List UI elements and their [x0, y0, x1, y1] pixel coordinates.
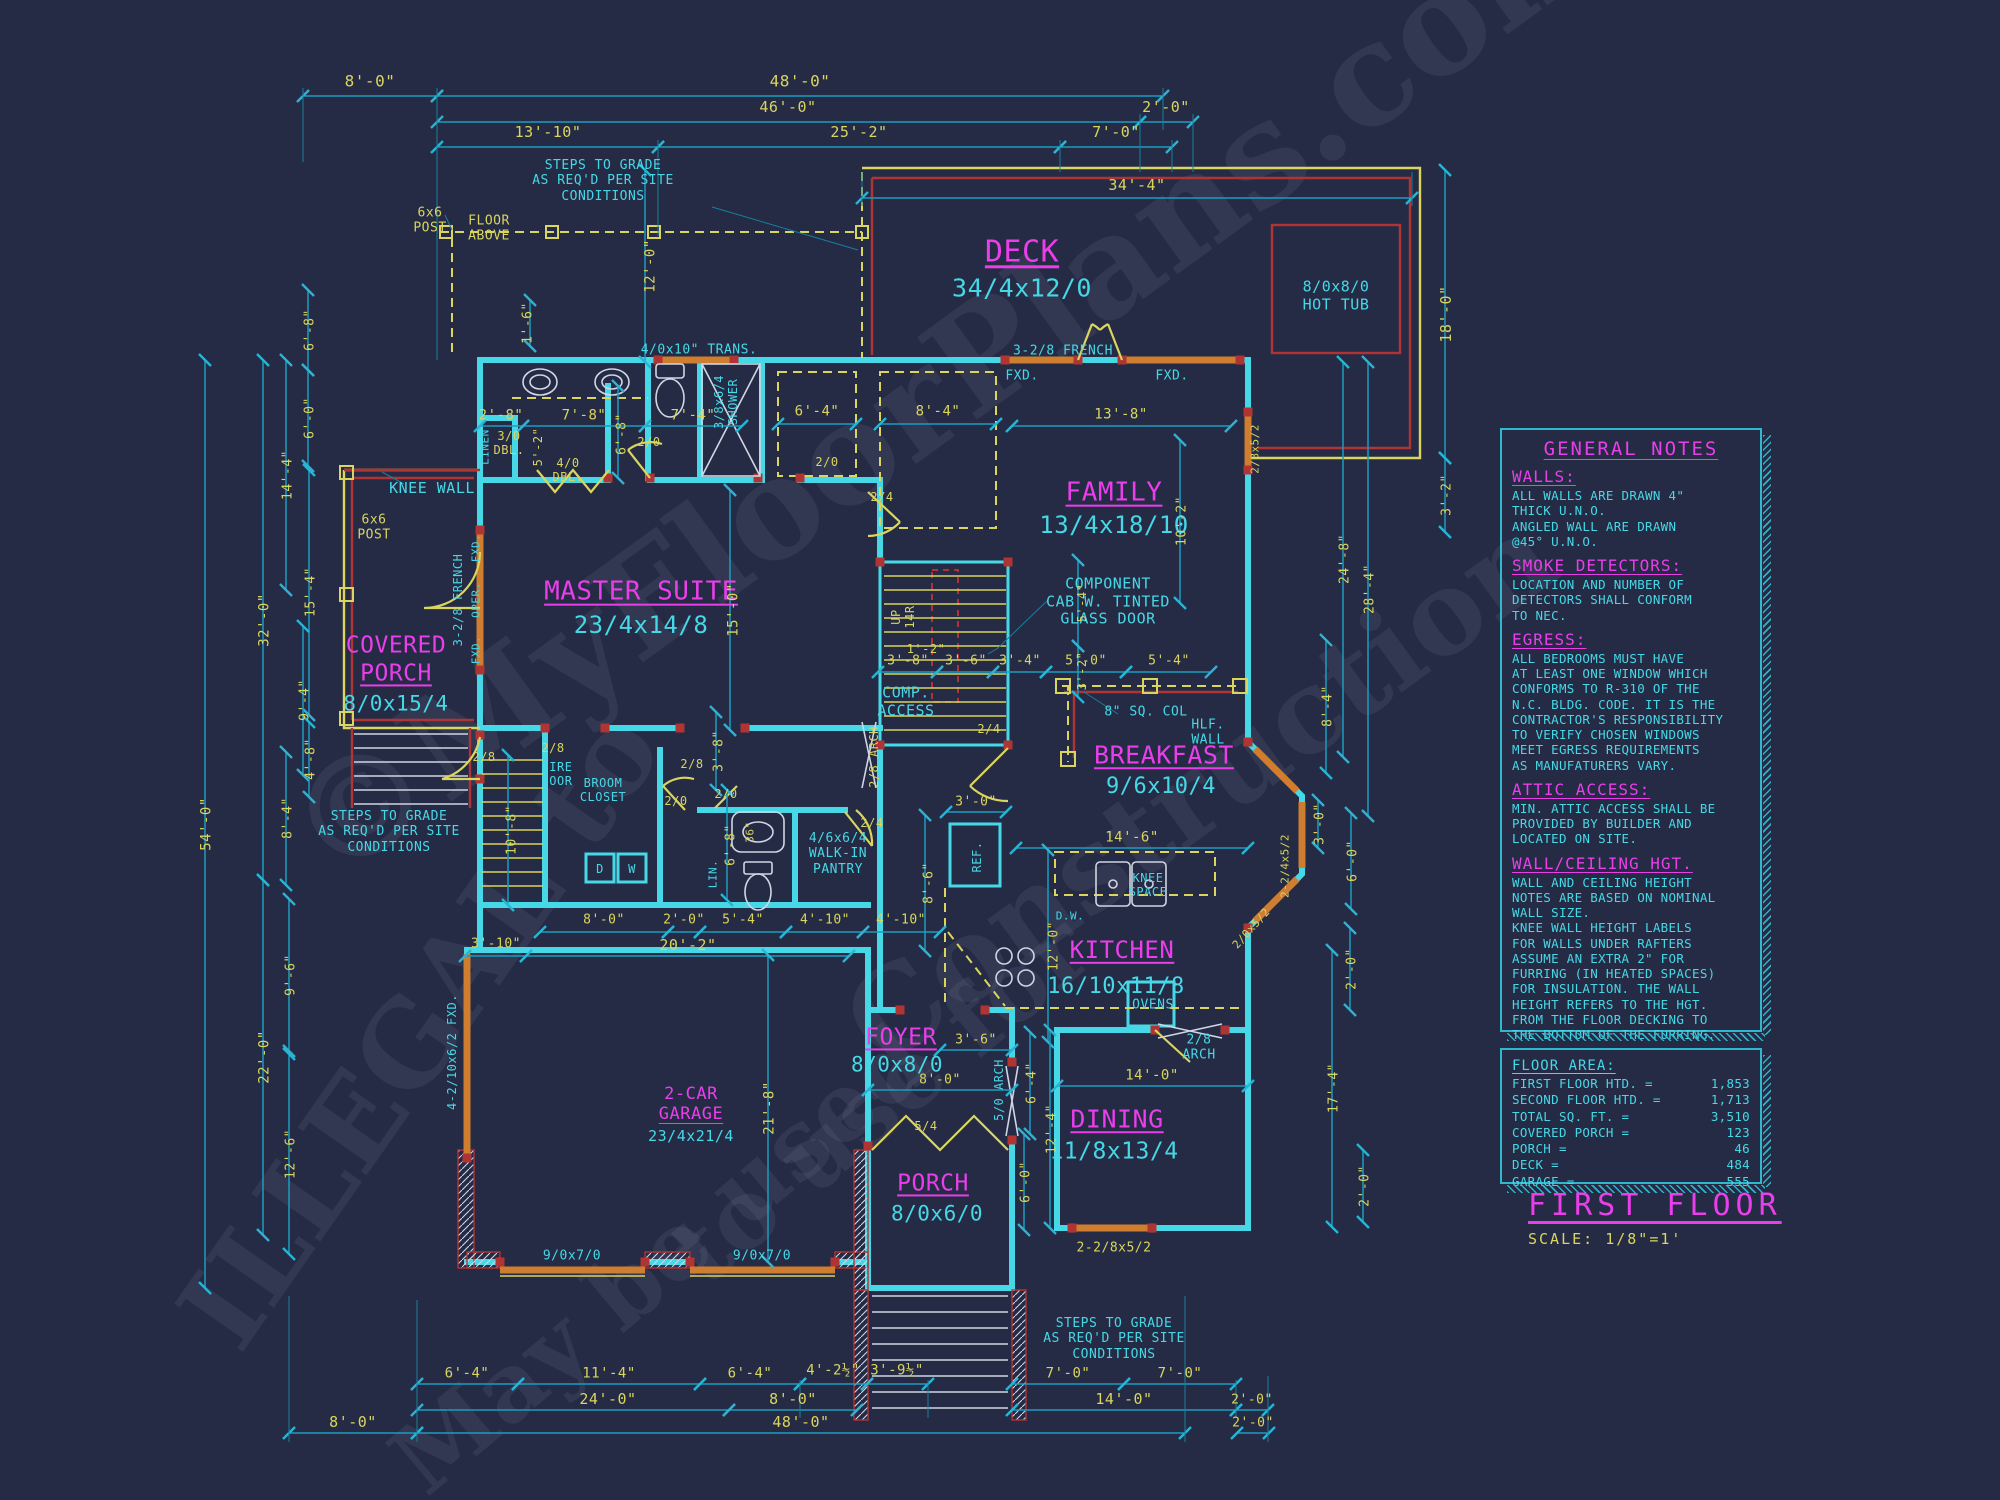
floor-area-row: COVERED PORCH = 123 [1512, 1125, 1750, 1141]
floor-area-value: 484 [1726, 1157, 1750, 1173]
general-notes-panel: GENERAL NOTES WALLS: ALL WALLS ARE DRAWN … [1500, 428, 1771, 1042]
red-lines [344, 176, 1412, 808]
sheet-scale: SCALE: 1/8"=1' [1528, 1230, 1683, 1248]
floor-area-title: FLOOR AREA: [1512, 1058, 1616, 1074]
floor-area-label: FIRST FLOOR HTD. = [1512, 1076, 1653, 1091]
floor-area-label: TOTAL SQ. FT. = [1512, 1108, 1630, 1124]
note-section-heading: EGRESS: [1512, 629, 1587, 649]
floor-area-label: SECOND FLOOR HTD. = [1512, 1092, 1661, 1108]
deck-dashed [440, 172, 1240, 1009]
floor-area-value: 123 [1726, 1124, 1750, 1140]
floor-area-label: COVERED PORCH = [1512, 1124, 1630, 1140]
note-section-heading: ATTIC ACCESS: [1512, 779, 1651, 799]
floor-area-value: 1,853 [1710, 1076, 1750, 1091]
floor-area-row: TOTAL SQ. FT. = 3,510 [1512, 1109, 1750, 1125]
floor-area-value: 46 [1734, 1141, 1750, 1156]
sheet-title-text: FIRST FLOOR [1528, 1188, 1782, 1223]
floor-area-value: 1,713 [1710, 1092, 1750, 1108]
note-section-heading: SMOKE DETECTORS: [1512, 556, 1683, 575]
walls [464, 357, 1305, 1291]
dimension-lines [198, 89, 1452, 1440]
extension-lines [288, 88, 1413, 1442]
note-section-body: WALL AND CEILING HEIGHT NOTES ARE BASED … [1512, 874, 1716, 1043]
windows [463, 356, 1306, 1274]
doors [423, 323, 1191, 1152]
fixtures [354, 363, 1223, 1409]
floor-area-label: PORCH = [1512, 1141, 1567, 1156]
floor-area-value: 3,510 [1710, 1108, 1750, 1124]
general-notes-title: GENERAL NOTES [1543, 438, 1719, 460]
thin-walls [584, 560, 1176, 1028]
posts [339, 225, 1248, 767]
floor-area-row: DECK = 484 [1512, 1157, 1750, 1173]
general-notes-sections: WALLS: ALL WALLS ARE DRAWN 4" THICK U.N.O… [1512, 467, 1750, 1042]
floor-area-row: PORCH = 46 [1512, 1141, 1750, 1157]
note-section-body: MIN. ATTIC ACCESS SHALL BE PROVIDED BY B… [1512, 800, 1716, 847]
note-section-body: LOCATION AND NUMBER OF DETECTORS SHALL C… [1512, 577, 1692, 623]
note-section-heading: WALLS: [1512, 467, 1576, 486]
floor-area-row: FIRST FLOOR HTD. = 1,853 [1512, 1076, 1750, 1092]
floor-area-row: SECOND FLOOR HTD. = 1,713 [1512, 1092, 1750, 1108]
note-section-body: ALL BEDROOMS MUST HAVE AT LEAST ONE WIND… [1512, 650, 1724, 773]
floor-area-label: DECK = [1512, 1157, 1559, 1173]
sheet-title: FIRST FLOOR SCALE: 1/8"=1' [1528, 1188, 1782, 1248]
note-section-body: ALL WALLS ARE DRAWN 4" THICK U.N.O. ANGL… [1512, 488, 1685, 549]
note-section-heading: WALL/CEILING HGT. [1512, 853, 1693, 873]
